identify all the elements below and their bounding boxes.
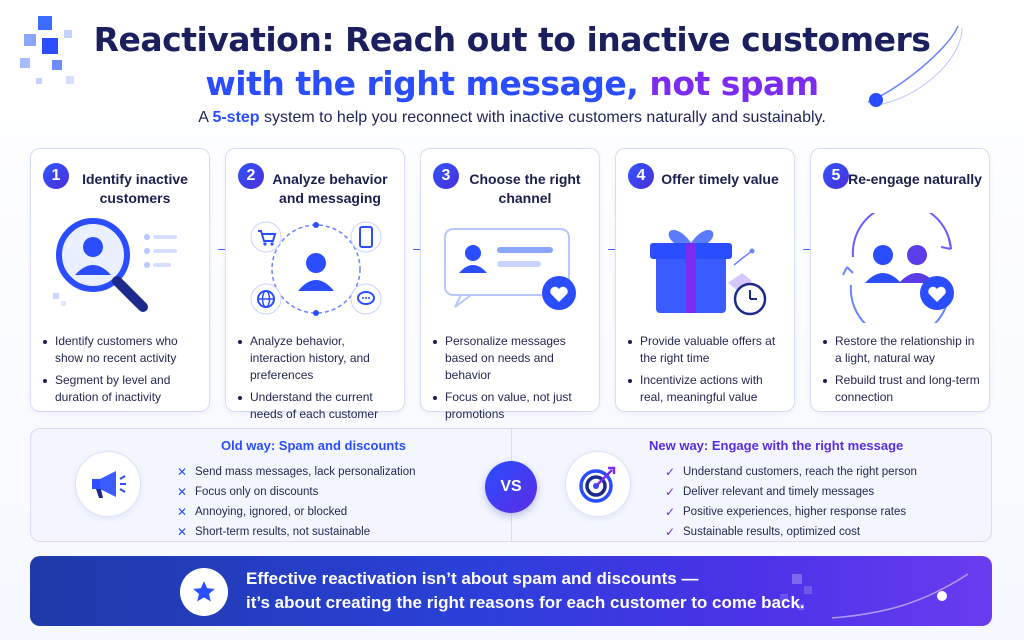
- list-item: Understand the current needs of each cus…: [238, 389, 396, 423]
- old-way-title: Old way: Spam and discounts: [221, 438, 406, 453]
- list-item: Rebuild trust and long-term connection: [823, 372, 981, 406]
- title-line-2: with the right message, not spam: [0, 62, 1024, 106]
- list-item-text: Short-term results, not sustainable: [195, 526, 371, 538]
- list-item: Incentivize actions with real, meaningfu…: [628, 372, 786, 406]
- page-title: Reactivation: Reach out to inactive cust…: [0, 18, 1024, 106]
- list-item: ✕ Annoying, ignored, or blocked: [177, 502, 416, 522]
- globe-icon: [250, 283, 282, 315]
- list-item: ✕ Send mass messages, lack personalizatio…: [177, 462, 416, 482]
- step-card-5: 5 Re-engage naturally Restore the relati…: [810, 148, 990, 412]
- steps-row: 1 Identify inactive customers Identify c…: [30, 148, 992, 421]
- list-item: ✓ Positive experiences, higher response r…: [665, 502, 917, 522]
- step-title: Choose the right channel: [469, 171, 581, 206]
- step-bullets: Identify customers who show no recent ac…: [43, 333, 201, 411]
- list-item: ✕ Short-term results, not sustainable: [177, 522, 416, 542]
- users-cycle-icon: [842, 213, 954, 323]
- list-item-text: Sustainable results, optimized cost: [683, 526, 861, 538]
- clock-icon: [733, 282, 767, 316]
- subtitle: A 5-step system to help you reconnect wi…: [0, 109, 1024, 127]
- phone-icon: [350, 221, 382, 253]
- title-line-2-main: with the right message,: [205, 64, 650, 103]
- new-way-list: ✓ Understand customers, reach the right p…: [665, 462, 917, 542]
- step-bullets: Provide valuable offers at the right tim…: [628, 333, 786, 411]
- cart-icon: [250, 221, 282, 253]
- behavior-analysis-icon: [250, 221, 382, 316]
- banner-line-1: Effective reactivation isn’t about spam …: [246, 569, 699, 588]
- title-highlight: not spam: [649, 64, 819, 103]
- list-item-text: Positive experiences, higher response ra…: [683, 506, 907, 518]
- banner-text: Effective reactivation isn’t about spam …: [246, 567, 805, 615]
- list-item-text: Send mass messages, lack personalization: [195, 466, 416, 478]
- step-number: 5: [823, 163, 849, 189]
- subtitle-rest: system to help you reconnect with inacti…: [259, 109, 826, 126]
- step-card-1: 1 Identify inactive customers Identify c…: [30, 148, 210, 412]
- step-title: Analyze behavior and messaging: [272, 171, 388, 206]
- magnifier-user-icon: [53, 218, 177, 312]
- step-title: Identify inactive customers: [82, 171, 188, 206]
- list-item: Restore the relationship in a light, nat…: [823, 333, 981, 367]
- step-title: Re-engage naturally: [848, 171, 982, 187]
- list-item-text: Understand customers, reach the right pe…: [683, 466, 917, 478]
- heart-icon: [542, 276, 576, 310]
- check-icon: ✓: [665, 485, 676, 499]
- check-icon: ✓: [665, 525, 676, 539]
- new-way-title: New way: Engage with the right message: [649, 438, 904, 453]
- takeaway-banner: Effective reactivation isn’t about spam …: [30, 556, 992, 626]
- orbit-decoration: [867, 25, 963, 107]
- list-item-text: Annoying, ignored, or blocked: [195, 506, 348, 518]
- list-item-text: Deliver relevant and timely messages: [683, 486, 875, 498]
- gift-icon: [650, 229, 767, 316]
- list-item-text: Focus only on discounts: [195, 486, 319, 498]
- list-item: Segment by level and duration of inactiv…: [43, 372, 201, 406]
- megaphone-icon: [75, 451, 141, 517]
- cross-icon: ✕: [177, 505, 188, 519]
- subtitle-highlight: 5-step: [212, 109, 260, 126]
- step-card-3: 3 Choose the right channel Personalize m…: [420, 148, 600, 421]
- subtitle-prefix: A: [198, 109, 213, 126]
- title-line-1: Reactivation: Reach out to inactive cust…: [93, 20, 931, 59]
- step-bullets: Personalize messages based on needs and …: [433, 333, 591, 428]
- step-number: 2: [238, 163, 264, 189]
- list-item: Focus on value, not just promotions: [433, 389, 591, 423]
- heart-icon: [920, 276, 954, 310]
- step-number: 3: [433, 163, 459, 189]
- list-item: ✕ Focus only on discounts: [177, 482, 416, 502]
- list-item: Provide valuable offers at the right tim…: [628, 333, 786, 367]
- target-icon: [565, 451, 631, 517]
- cross-icon: ✕: [177, 485, 188, 499]
- step-title: Offer timely value: [661, 171, 779, 187]
- message-card-icon: [444, 228, 576, 310]
- step-number: 1: [43, 163, 69, 189]
- vs-badge: VS: [485, 461, 537, 513]
- banner-decoration: [780, 573, 969, 619]
- list-item: ✓ Deliver relevant and timely messages: [665, 482, 917, 502]
- step-number: 4: [628, 163, 654, 189]
- step-bullets: Restore the relationship in a light, nat…: [823, 333, 981, 411]
- list-item: Analyze behavior, interaction history, a…: [238, 333, 396, 384]
- star-icon: [180, 568, 228, 616]
- cross-icon: ✕: [177, 525, 188, 539]
- list-item: ✓ Understand customers, reach the right p…: [665, 462, 917, 482]
- step-card-4: 4 Offer timely value Provide valuable of…: [615, 148, 795, 412]
- decorative-squares: [16, 14, 106, 94]
- check-icon: ✓: [665, 505, 676, 519]
- banner-line-2: it’s about creating the right reasons fo…: [246, 593, 805, 612]
- list-item: Personalize messages based on needs and …: [433, 333, 591, 384]
- step-card-2: 2 Analyze behavior and messaging Analyze…: [225, 148, 405, 421]
- chat-icon: [350, 283, 382, 315]
- step-bullets: Analyze behavior, interaction history, a…: [238, 333, 396, 428]
- old-way-list: ✕ Send mass messages, lack personalizatio…: [177, 462, 416, 542]
- cross-icon: ✕: [177, 465, 188, 479]
- comparison-panel: Old way: Spam and discounts ✕ Send mass m…: [30, 428, 992, 542]
- list-item: Identify customers who show no recent ac…: [43, 333, 201, 367]
- list-item: ✓ Sustainable results, optimized cost: [665, 522, 917, 542]
- check-icon: ✓: [665, 465, 676, 479]
